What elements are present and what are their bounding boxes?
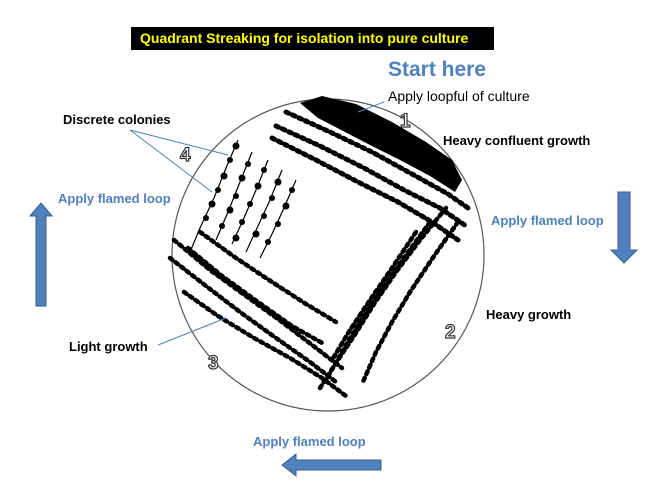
quadrant-number-2: 2 — [445, 322, 456, 343]
quadrant-3-streaks — [167, 229, 349, 399]
pointer-lines — [129, 101, 385, 346]
discrete-colonies-label: Discrete colonies — [63, 112, 171, 127]
flamed-loop-right-label: Apply flamed loop — [491, 213, 604, 228]
arrow-left-icon — [281, 452, 382, 478]
start-here-label: Start here — [388, 58, 487, 81]
quadrant-number-4: 4 — [180, 145, 191, 166]
arrow-up-icon — [28, 202, 54, 307]
light-growth-label: Light growth — [69, 339, 148, 354]
confluent-smear — [300, 96, 462, 192]
arrow-down-icon — [609, 191, 639, 264]
heavy-confluent-growth-label: Heavy confluent growth — [443, 133, 591, 148]
diagram-title: Quadrant Streaking for isolation into pu… — [131, 27, 494, 50]
discrete-colony-dots — [203, 142, 295, 245]
quadrant-number-3: 3 — [208, 353, 219, 374]
quadrant-number-1: 1 — [400, 111, 411, 132]
flamed-loop-left-label: Apply flamed loop — [58, 191, 171, 206]
flamed-loop-bottom-label: Apply flamed loop — [253, 434, 366, 449]
heavy-growth-label: Heavy growth — [486, 307, 572, 322]
quadrant-2-streaks — [317, 205, 461, 391]
apply-culture-label: Apply loopful of culture — [388, 88, 530, 104]
petri-dish — [171, 98, 485, 412]
